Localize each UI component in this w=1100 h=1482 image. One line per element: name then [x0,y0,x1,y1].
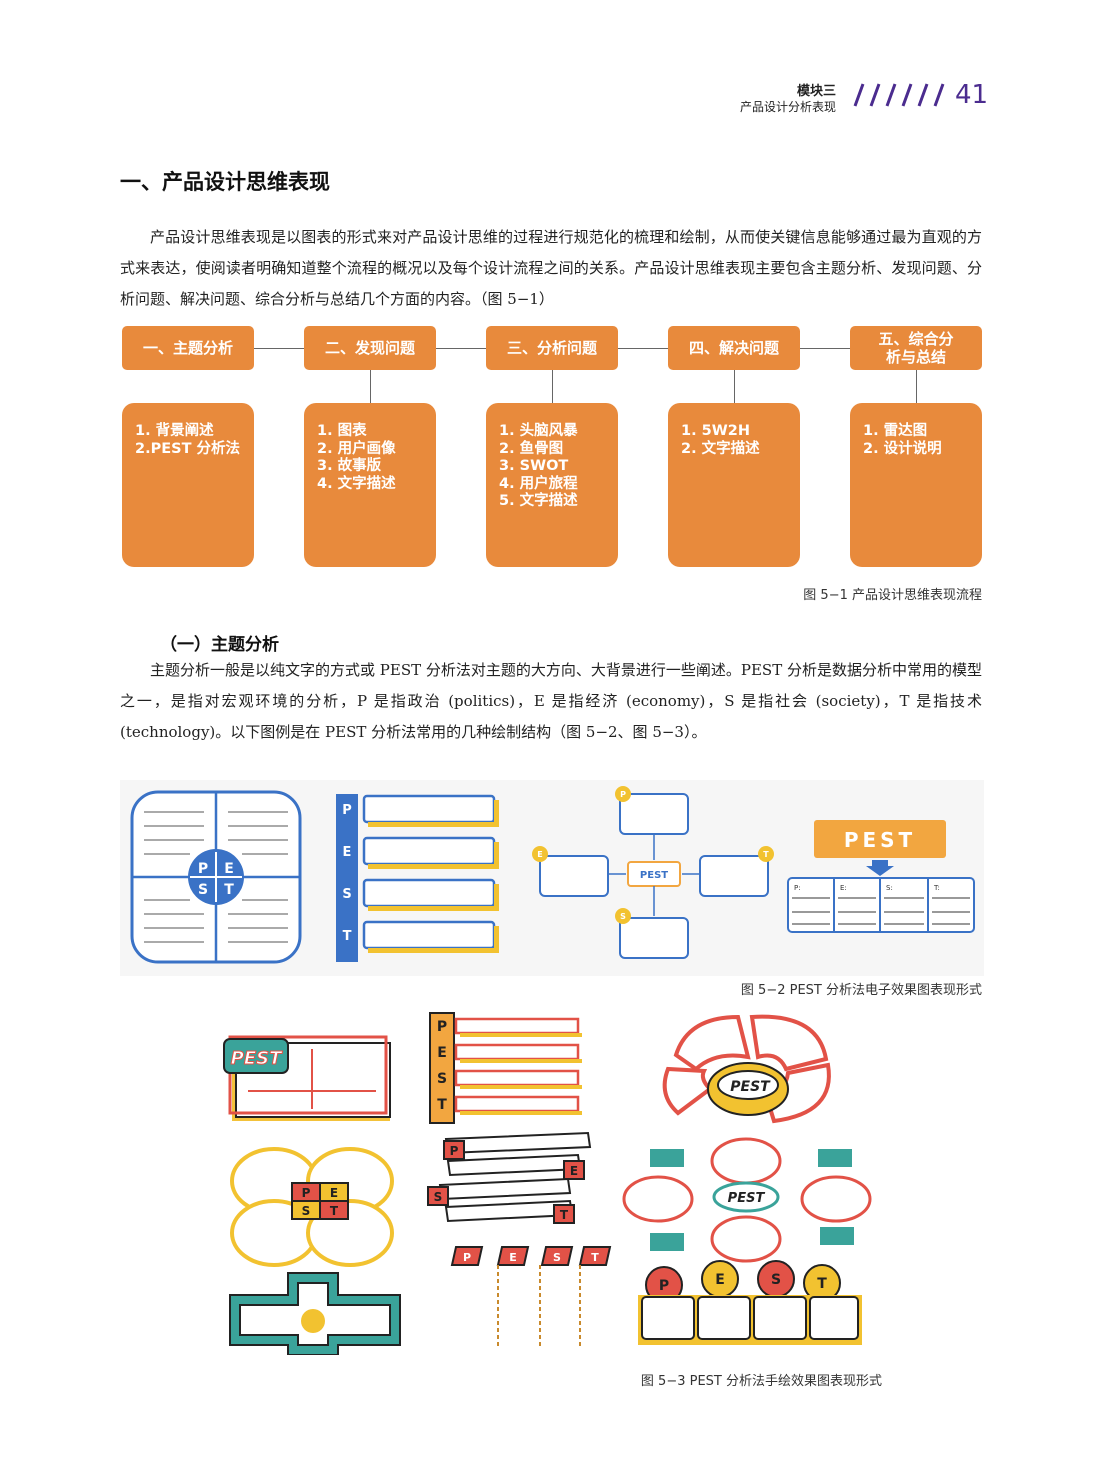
sketch-cross [229,1272,401,1356]
svg-text:E: E [570,1164,578,1178]
svg-text:P: P [463,1251,471,1264]
pest-letter: T [224,882,234,898]
svg-text:T: T [437,1097,447,1113]
pest-table-layout: PEST P: E: S: T: [787,820,975,933]
sketch-petals: PEST [662,1014,831,1124]
section-heading: 一、产品设计思维表现 [120,170,330,194]
svg-text:T: T [560,1208,569,1222]
header-module: 模块三 [796,84,836,99]
svg-text:T: T [817,1276,827,1292]
svg-text:P: P [450,1144,459,1158]
svg-text:P: P [437,1019,447,1035]
table-header: P: [794,884,801,892]
svg-text:T: T [591,1251,599,1264]
pest-banner-label: PEST [844,828,916,852]
svg-text:E: E [437,1045,447,1061]
pest-letter: S [342,887,351,902]
svg-text:E: E [715,1272,725,1288]
pest-letter: E [224,861,234,877]
svg-text:S: S [553,1251,561,1264]
figure-caption: 图 5−2 PEST 分析法电子效果图表现形式 [740,983,982,998]
pest-letter: T [763,850,769,859]
sketch-slanted-bars: P E S T [427,1131,592,1224]
page-number: 41 [955,80,989,110]
svg-text:S: S [434,1190,443,1204]
sketch-pest-label: PEST [728,1191,766,1206]
figure-5-3: PEST P E S T [218,1003,882,1356]
pest-letter: P [620,790,626,799]
svg-text:S: S [437,1071,447,1087]
pest-center-label: PEST [640,870,668,881]
table-header: E: [840,884,847,892]
intro-paragraph: 产品设计思维表现是以图表的形式来对产品设计思维的过程进行规范化的梳理和绘制，从而… [120,228,982,308]
pest-letter: T [343,929,352,944]
svg-text:P: P [302,1186,311,1200]
pest-letter: S [620,912,626,921]
flow-step-title: 二、发现问题 [304,326,436,370]
table-header: T: [933,884,940,892]
pest-letter: E [343,845,352,860]
figure-caption: 图 5−1 产品设计思维表现流程 [803,588,982,603]
svg-text:E: E [330,1186,338,1200]
pest-letter: P [342,803,352,818]
pest-letter: S [198,882,208,898]
sketch-bars: P E S T [429,1012,582,1124]
sketch-network: PEST [622,1137,872,1263]
pest-letter: P [198,861,208,877]
figure-5-2: P E S T P E S T [120,780,984,976]
flow-step-title: 四、解决问题 [668,326,800,370]
header-slashes-decoration [853,83,945,107]
svg-text:P: P [659,1278,669,1294]
sketch-circles: P E S T [230,1147,394,1267]
pest-hub-layout: PEST P E T S [532,786,774,959]
subsection-heading: （一）主题分析 [160,635,279,655]
sketch-pest-label: PEST [730,1079,771,1095]
svg-text:S: S [302,1204,311,1218]
flow-step-title: 一、主题分析 [122,326,254,370]
flow-step-title: 五、综合分析与总结 [850,326,982,370]
header-subtitle: 产品设计分析表现 [739,100,836,114]
subsection-paragraph: 主题分析一般是以纯文字的方式或 PEST 分析法对主题的大方向、大背景进行一些阐… [120,661,982,741]
sketch-pest-label: PEST [231,1048,283,1069]
sketch-board: PEST [223,1035,391,1121]
flow-step-title: 三、分析问题 [486,326,618,370]
pest-quad-layout: P E S T [130,790,302,964]
pest-letter: E [537,850,542,859]
table-header: S: [886,884,893,892]
svg-text:E: E [509,1251,517,1264]
svg-text:S: S [771,1272,781,1288]
pest-bar-layout: P E S T [336,794,499,962]
svg-text:T: T [330,1204,339,1218]
figure-caption: 图 5−3 PEST 分析法手绘效果图表现形式 [640,1374,882,1389]
